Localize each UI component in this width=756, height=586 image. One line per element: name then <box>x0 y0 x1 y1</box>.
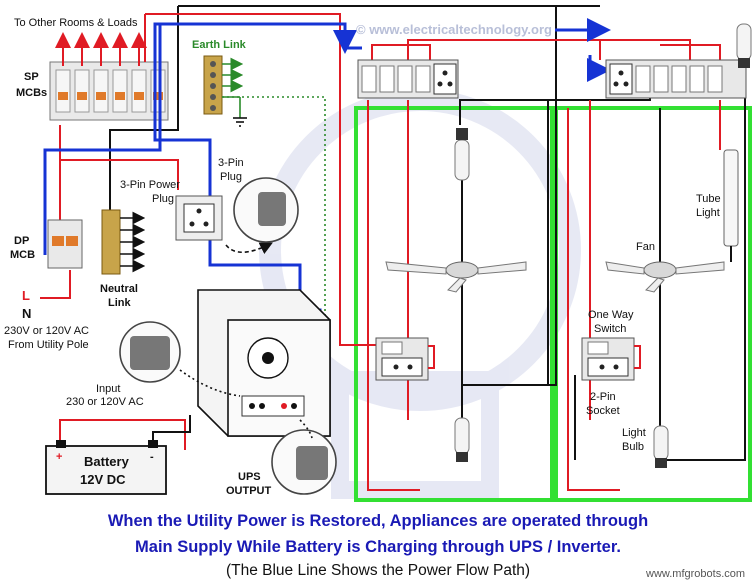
site-watermark: www.mfgrobots.com <box>646 568 746 580</box>
battery-label-1: Battery <box>84 454 130 469</box>
light-bulb-label-1: Light <box>622 427 646 439</box>
input-socket-drawing <box>119 321 241 397</box>
ceiling-fan-room1 <box>385 261 527 293</box>
battery-plus-label: + <box>56 451 62 463</box>
cfl-bulb-bottom-room1 <box>454 417 470 462</box>
ups-inverter <box>197 289 331 437</box>
switch-board-room2 <box>605 59 747 99</box>
sp-mcbs-label-2: MCBs <box>16 87 47 99</box>
three-pin-power-socket <box>175 195 223 241</box>
battery-label-2: 12V DC <box>80 472 126 487</box>
cfl-bulb-bottom-room2 <box>653 425 669 468</box>
fan-label: Fan <box>636 241 655 253</box>
input-label-1: Input <box>96 383 120 395</box>
battery-minus-label: - <box>150 451 154 463</box>
neutral-link <box>101 209 146 275</box>
cfl-bulb-top-room1 <box>454 128 470 181</box>
line-l-label: L <box>22 288 30 303</box>
room-1-outline <box>354 106 554 502</box>
three-pin-power-plug-label-1: 3-Pin Power <box>120 179 180 191</box>
earth-link <box>203 55 326 345</box>
ups-output-label-1: UPS <box>238 471 261 483</box>
caption-line-1: When the Utility Power is Restored, Appl… <box>107 512 649 530</box>
neutral-link-label-2: Link <box>108 297 131 309</box>
utility-label-1: 230V or 120V AC <box>4 325 89 337</box>
two-pin-socket-label-1: 2-Pin <box>590 391 616 403</box>
dp-mcb <box>47 219 83 269</box>
neutral-link-label-1: Neutral <box>100 283 138 295</box>
dp-mcb-label-1: DP <box>14 235 29 247</box>
to-other-rooms-label: To Other Rooms & Loads <box>14 17 138 29</box>
switch-socket-room2 <box>581 337 641 381</box>
battery <box>45 415 191 495</box>
cfl-bulb-top-room2 <box>736 23 752 68</box>
three-pin-plug-drawing <box>225 177 299 255</box>
sp-mcbs-label-1: SP <box>24 71 39 83</box>
three-pin-power-plug-label-2: Plug <box>152 193 174 205</box>
light-bulb-label-2: Bulb <box>622 441 644 453</box>
earth-link-label: Earth Link <box>192 39 247 51</box>
one-way-switch-label-2: Switch <box>594 323 626 335</box>
tube-light <box>723 149 739 262</box>
tube-light-label-1: Tube <box>696 193 721 205</box>
input-label-2: 230 or 120V AC <box>66 396 144 408</box>
ups-output-plug-drawing <box>271 419 337 495</box>
dp-mcb-label-2: MCB <box>10 249 35 261</box>
one-way-switch-label-1: One Way <box>588 309 634 321</box>
two-pin-socket-label-2: Socket <box>586 405 620 417</box>
caption-line-2: Main Supply While Battery is Charging th… <box>135 538 621 556</box>
switch-board-room1 <box>357 59 459 99</box>
sp-mcbs <box>49 61 169 121</box>
room-2-outline <box>554 106 752 502</box>
three-pin-plug-label-2: Plug <box>220 171 242 183</box>
outgoing-arrows <box>55 32 147 66</box>
caption-line-3: (The Blue Line Shows the Power Flow Path… <box>225 562 531 579</box>
switch-socket-room1 <box>375 337 435 381</box>
copyright-notice: © www.electricaltechnology.org <box>356 22 552 37</box>
line-n-label: N <box>22 306 31 321</box>
ceiling-fan-room2 <box>605 261 725 293</box>
utility-label-2: From Utility Pole <box>8 339 89 351</box>
tube-light-label-2: Light <box>696 207 720 219</box>
ups-output-label-2: OUTPUT <box>226 485 272 497</box>
three-pin-plug-label-1: 3-Pin <box>218 157 244 169</box>
